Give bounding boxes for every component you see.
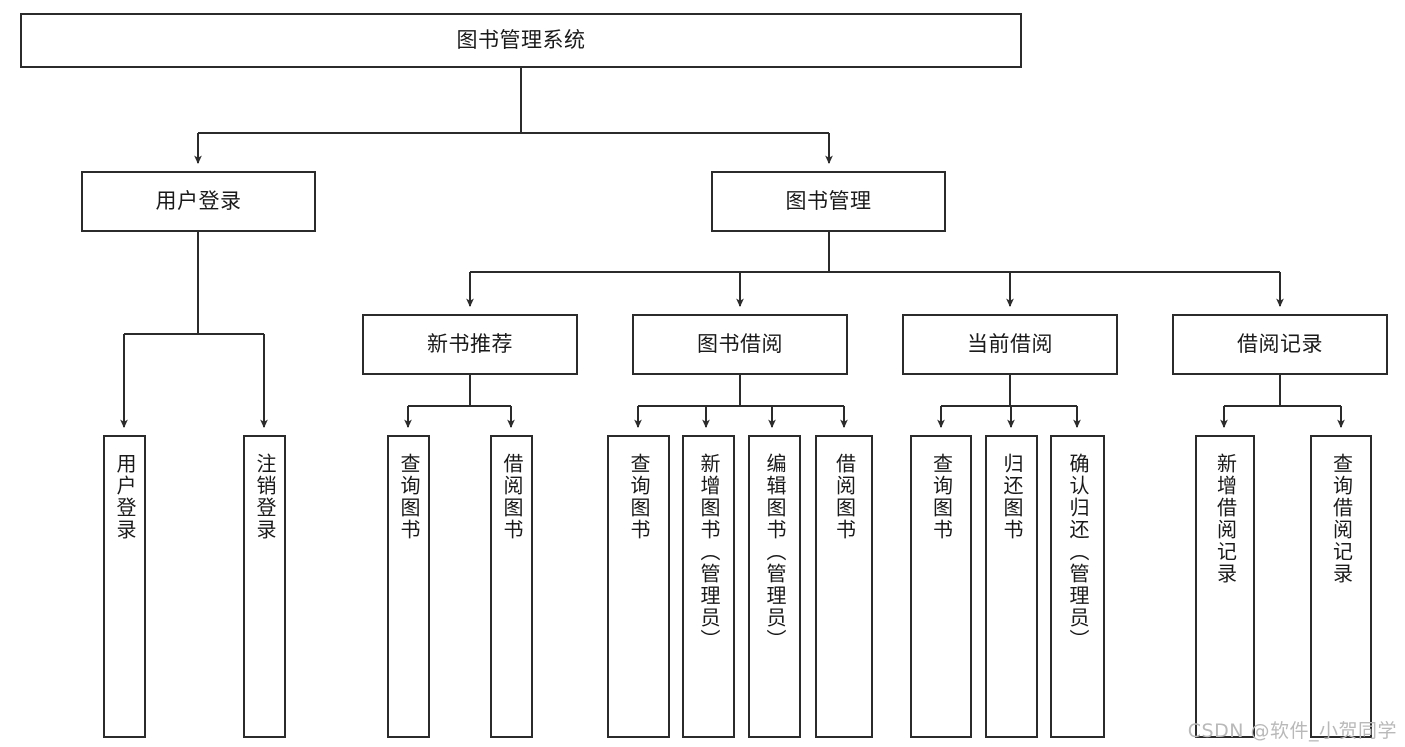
node-user-login-label: 用户登录: [155, 189, 242, 214]
watermark: CSDN @软件_小贺同学: [1187, 720, 1397, 742]
leaf-book-borrow-3-label: 借阅图书: [832, 453, 857, 541]
node-root-label: 图书管理系统: [456, 28, 586, 53]
leaf-book-borrow-1-label: 新增图书（管理员）: [697, 453, 721, 651]
leaf-current-borrow-0[interactable]: 查询图书: [910, 435, 972, 738]
leaf-borrow-record-0[interactable]: 新增借阅记录: [1195, 435, 1255, 738]
leaf-book-borrow-2[interactable]: 编辑图书（管理员）: [748, 435, 801, 738]
leaf-user-login-0-label: 用户登录: [113, 453, 137, 541]
node-root[interactable]: 图书管理系统: [20, 13, 1022, 68]
leaf-user-login-1[interactable]: 注销登录: [243, 435, 286, 738]
node-book-borrow[interactable]: 图书借阅: [632, 314, 848, 375]
node-book-borrow-label: 图书借阅: [697, 332, 783, 357]
leaf-new-book-0[interactable]: 查询图书: [387, 435, 430, 738]
node-current-borrow[interactable]: 当前借阅: [902, 314, 1118, 375]
leaf-book-borrow-0[interactable]: 查询图书: [607, 435, 670, 738]
leaf-user-login-0[interactable]: 用户登录: [103, 435, 146, 738]
node-new-book-recommend-label: 新书推荐: [427, 332, 513, 357]
leaf-book-borrow-0-label: 查询图书: [627, 453, 651, 541]
leaf-borrow-record-1-label: 查询借阅记录: [1329, 453, 1354, 585]
leaf-current-borrow-1-label: 归还图书: [1000, 453, 1024, 541]
leaf-current-borrow-2[interactable]: 确认归还（管理员）: [1050, 435, 1105, 738]
node-book-management[interactable]: 图书管理: [711, 171, 946, 232]
leaf-new-book-1-label: 借阅图书: [500, 453, 524, 541]
leaf-borrow-record-1[interactable]: 查询借阅记录: [1310, 435, 1372, 738]
leaf-book-borrow-3[interactable]: 借阅图书: [815, 435, 873, 738]
node-current-borrow-label: 当前借阅: [967, 332, 1053, 357]
node-new-book-recommend[interactable]: 新书推荐: [362, 314, 578, 375]
node-book-management-label: 图书管理: [785, 189, 872, 214]
leaf-book-borrow-1[interactable]: 新增图书（管理员）: [682, 435, 735, 738]
leaf-book-borrow-2-label: 编辑图书（管理员）: [763, 453, 787, 651]
leaf-new-book-0-label: 查询图书: [397, 453, 421, 541]
leaf-current-borrow-2-label: 确认归还（管理员）: [1066, 453, 1090, 651]
node-user-login[interactable]: 用户登录: [81, 171, 316, 232]
leaf-new-book-1[interactable]: 借阅图书: [490, 435, 533, 738]
node-borrow-record[interactable]: 借阅记录: [1172, 314, 1388, 375]
leaf-current-borrow-0-label: 查询图书: [929, 453, 954, 541]
leaf-current-borrow-1[interactable]: 归还图书: [985, 435, 1038, 738]
leaf-user-login-1-label: 注销登录: [253, 453, 277, 541]
leaf-borrow-record-0-label: 新增借阅记录: [1213, 453, 1238, 585]
node-borrow-record-label: 借阅记录: [1237, 332, 1323, 357]
